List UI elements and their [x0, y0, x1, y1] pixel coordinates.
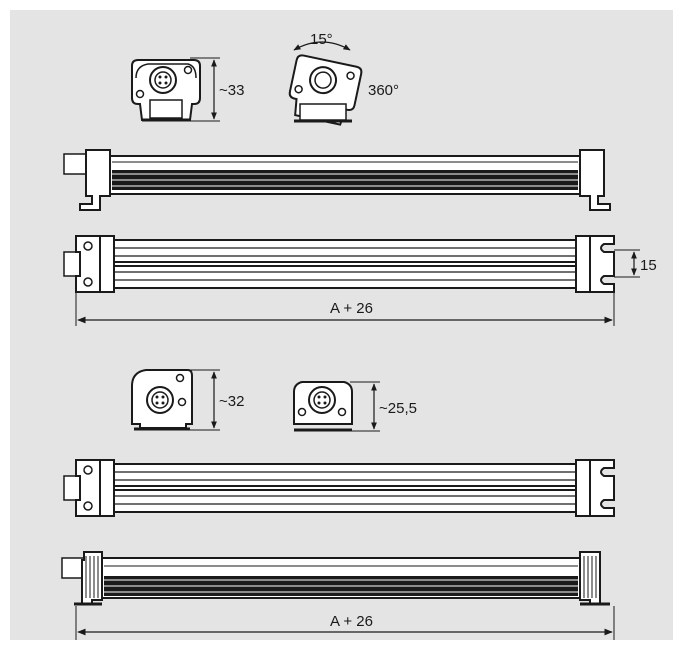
- height-top-left-label: ~33: [219, 82, 244, 99]
- length-bottom-label: A + 26: [330, 613, 373, 630]
- end-cap-rotated-view: [288, 54, 363, 126]
- dimension-slot-height: 15: [614, 249, 657, 278]
- rotation-indicator: 15° 360°: [293, 31, 399, 99]
- rotation-angle-label: 15°: [310, 31, 333, 48]
- slot-height-label: 15: [640, 257, 657, 274]
- rotation-full-label: 360°: [368, 82, 399, 99]
- dimension-length-bottom: A + 26: [75, 606, 615, 640]
- luminaire-side-view-bottom: [61, 551, 610, 606]
- end-cap-front-view-top-left: [131, 59, 201, 122]
- dimension-height-bottom-right: ~25,5: [350, 381, 417, 432]
- end-cap-front-view-bottom-right: [293, 381, 353, 432]
- dimension-length-top: A + 26: [75, 292, 615, 326]
- height-bottom-right-label: ~25,5: [379, 400, 417, 417]
- height-bottom-left-label: ~32: [219, 393, 244, 410]
- luminaire-plan-view-bottom: [63, 459, 615, 517]
- length-top-label: A + 26: [330, 300, 373, 317]
- dimension-height-bottom-left: ~32: [190, 369, 244, 431]
- luminaire-plan-view-top: [63, 235, 615, 293]
- luminaire-side-view-top: [63, 149, 611, 211]
- dimension-height-top-left: ~33: [190, 57, 244, 122]
- end-cap-front-view-bottom-left: [131, 369, 193, 431]
